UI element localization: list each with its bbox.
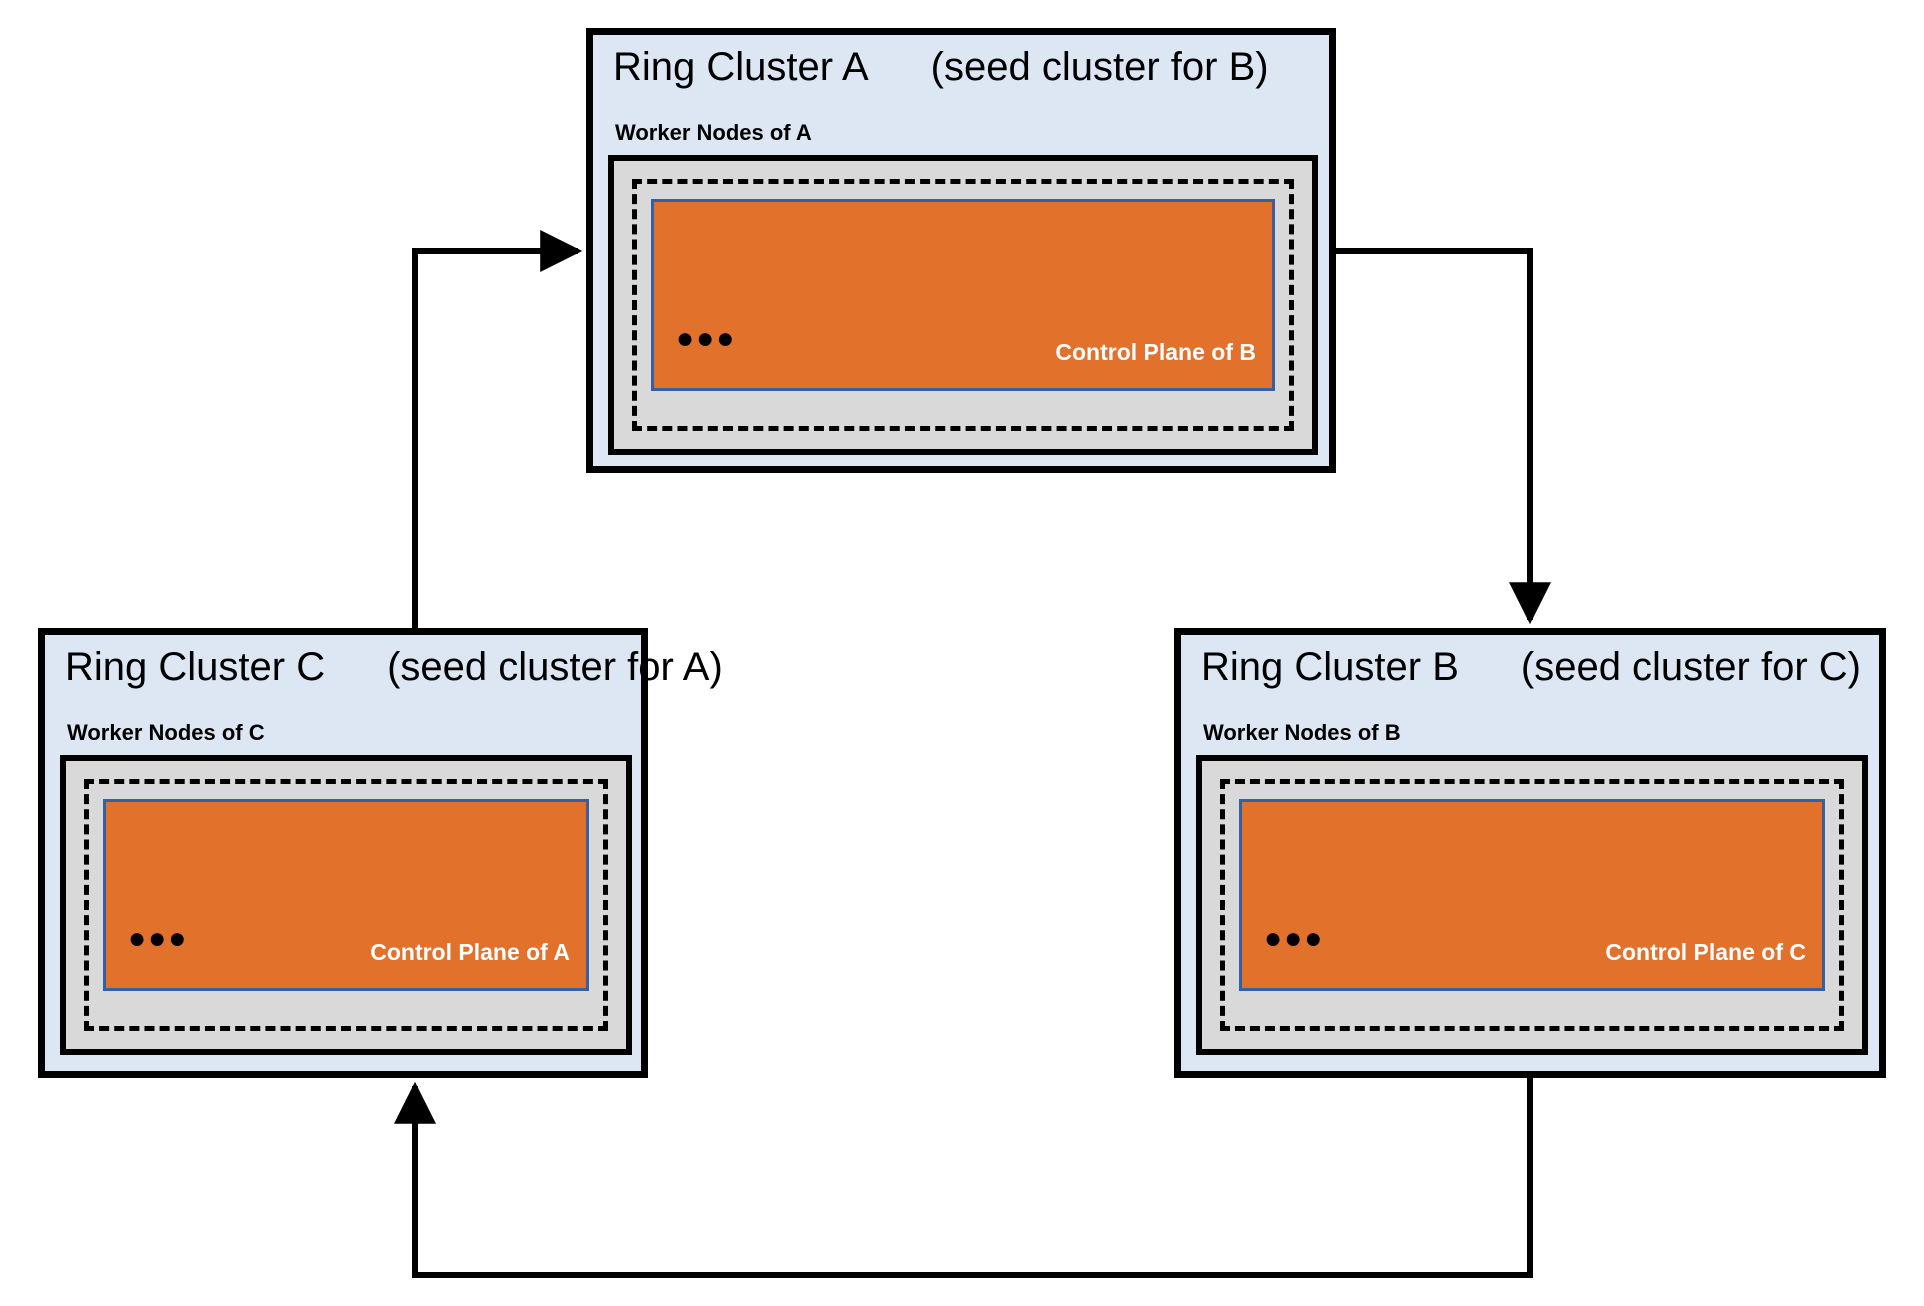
- cluster-a-control-plane[interactable]: ●●● Control Plane of B: [651, 199, 1275, 391]
- cluster-c-control-plane-label: Control Plane of A: [370, 939, 570, 965]
- cluster-c-worker-box: ●●● Control Plane of A: [60, 755, 632, 1055]
- cluster-c-worker-label: Worker Nodes of C: [67, 720, 265, 745]
- arrow-a-to-b: [1336, 248, 1551, 625]
- cluster-c-seed-note: (seed cluster for A): [387, 645, 723, 689]
- cluster-b-ellipsis-icon: ●●●: [1264, 922, 1325, 955]
- cluster-b-worker-box: ●●● Control Plane of C: [1196, 755, 1868, 1055]
- cluster-b-control-plane[interactable]: ●●● Control Plane of C: [1239, 799, 1825, 991]
- cluster-c-title-row: Ring Cluster C (seed cluster for A): [65, 645, 723, 690]
- cluster-c[interactable]: Ring Cluster C (seed cluster for A) Work…: [38, 628, 723, 1078]
- cluster-c-name: Ring Cluster C: [65, 645, 326, 689]
- cluster-b-dashed-frame: [1220, 779, 1844, 1031]
- cluster-a-name: Ring Cluster A: [613, 45, 869, 89]
- arrow-c-to-a: [412, 230, 583, 628]
- cluster-a-ellipsis-icon: ●●●: [676, 322, 737, 355]
- cluster-a-seed-note: (seed cluster for B): [930, 45, 1269, 89]
- cluster-b-title-row: Ring Cluster B (seed cluster for C): [1201, 645, 1861, 690]
- cluster-b-name: Ring Cluster B: [1201, 645, 1459, 689]
- cluster-c-dashed-frame: [84, 779, 608, 1031]
- cluster-b[interactable]: Ring Cluster B (seed cluster for C) Work…: [1174, 628, 1886, 1078]
- cluster-a-worker-label: Worker Nodes of A: [615, 120, 812, 145]
- cluster-a-worker-box: ●●● Control Plane of B: [608, 155, 1318, 455]
- cluster-c-ellipsis-icon: ●●●: [128, 922, 189, 955]
- cluster-a[interactable]: Ring Cluster A (seed cluster for B) Work…: [586, 28, 1336, 473]
- cluster-b-seed-note: (seed cluster for C): [1520, 645, 1861, 689]
- cluster-a-title-row: Ring Cluster A (seed cluster for B): [613, 45, 1269, 90]
- cluster-a-control-plane-label: Control Plane of B: [1055, 339, 1256, 365]
- cluster-a-dashed-frame: [632, 179, 1294, 431]
- cluster-b-control-plane-label: Control Plane of C: [1605, 939, 1806, 965]
- cluster-c-control-plane[interactable]: ●●● Control Plane of A: [103, 799, 589, 991]
- arrow-b-to-c: [394, 1078, 1533, 1278]
- cluster-b-worker-label: Worker Nodes of B: [1203, 720, 1401, 745]
